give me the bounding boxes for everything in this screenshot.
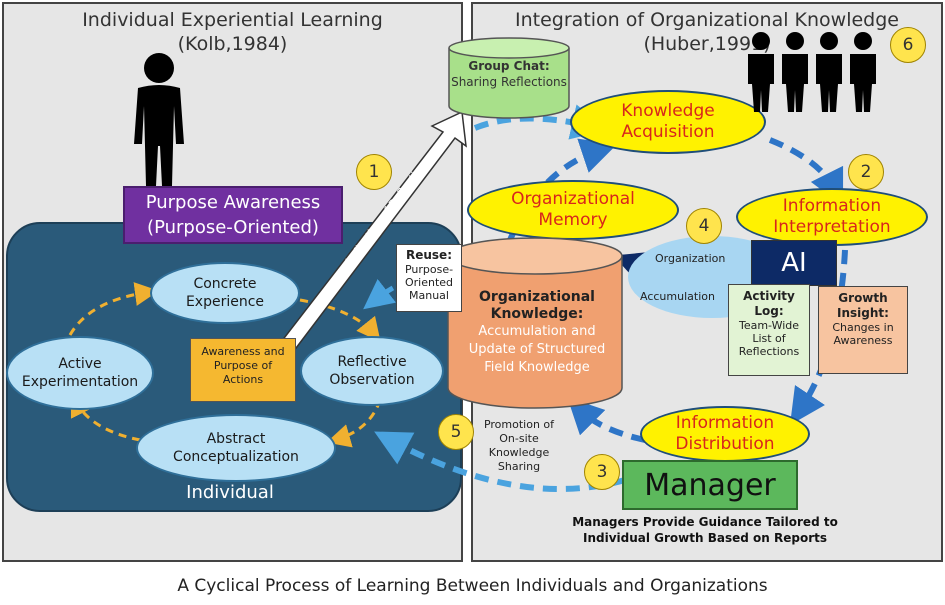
group-chat-heading: Group Chat: [468, 59, 550, 73]
organization-label: Organization [655, 252, 726, 265]
promotion-text: Promotion of On-site Knowledge Sharing [483, 418, 555, 473]
org-knowledge-heading: Organizational Knowledge: [479, 289, 595, 322]
growth-insight-body: Changes in Awareness [832, 321, 894, 347]
activity-log-heading: Activity Log: [743, 289, 795, 318]
org-knowledge-body: Accumulation and Update of Structured Fi… [468, 324, 606, 375]
active-experimentation: Active Experimentation [6, 336, 154, 410]
step-number-5: 5 [438, 414, 474, 450]
growth-insight-heading: Growth Insight: [837, 291, 889, 320]
organizational-memory: Organizational Memory [467, 180, 679, 240]
group-icon [748, 32, 876, 112]
step-number-6: 6 [890, 27, 926, 63]
accumulation-label: Accumulation [640, 290, 715, 303]
purpose-line2: (Purpose-Oriented) [147, 217, 319, 238]
person-icon [134, 53, 184, 186]
information-distribution: Information Distribution [640, 406, 810, 462]
group-chat-text: Group Chat: Sharing Reflections [451, 58, 567, 90]
concrete-experience: Concrete Experience [150, 262, 300, 324]
step-number-2: 2 [848, 154, 884, 190]
reuse-heading: Reuse: [405, 248, 452, 262]
purpose-awareness-box: Purpose Awareness (Purpose-Oriented) [123, 186, 343, 244]
reuse-note: Reuse: Purpose-Oriented Manual [396, 244, 462, 312]
knowledge-acquisition: Knowledge Acquisition [570, 90, 766, 154]
right-title: Integration of Organizational Knowledge … [471, 8, 943, 56]
reuse-body: Purpose-Oriented Manual [404, 263, 454, 302]
abstract-conceptualization: Abstract Conceptualization [136, 414, 336, 482]
manager-box: Manager [622, 460, 798, 510]
individual-label: Individual [186, 482, 274, 503]
manager-caption: Managers Provide Guidance Tailored to In… [540, 514, 870, 546]
right-title-text: Integration of Organizational Knowledge [515, 9, 899, 31]
left-title-text: Individual Experiential Learning [82, 9, 383, 31]
manager-caption-line1: Managers Provide Guidance Tailored to [572, 515, 838, 529]
ai-box: AI [751, 240, 837, 286]
information-interpretation: Information Interpretation [736, 188, 928, 246]
figure-caption: A Cyclical Process of Learning Between I… [177, 576, 768, 596]
org-knowledge-text: Organizational Knowledge: Accumulation a… [452, 289, 622, 377]
manager-caption-line2: Individual Growth Based on Reports [583, 531, 827, 545]
activity-log-body: Team-Wide List of Reflections [738, 319, 800, 358]
reflective-observation: Reflective Observation [300, 336, 444, 406]
left-title: Individual Experiential Learning (Kolb,1… [2, 8, 463, 56]
step-number-1: 1 [356, 154, 392, 190]
group-chat-body: Sharing Reflections [451, 75, 567, 89]
purpose-line1: Purpose Awareness [145, 192, 321, 213]
step-number-3: 3 [584, 454, 620, 490]
activity-log-note: Activity Log: Team-Wide List of Reflecti… [728, 284, 810, 376]
org-knowledge-cylinder [447, 237, 623, 409]
left-subtitle: (Kolb,1984) [177, 33, 288, 55]
growth-insight-note: Growth Insight: Changes in Awareness [818, 286, 908, 374]
step-number-4: 4 [686, 208, 722, 244]
group-chat-cylinder [448, 37, 570, 119]
right-subtitle: (Huber,1991) [643, 33, 771, 55]
awareness-note: Awareness and Purpose of Actions [190, 338, 296, 402]
